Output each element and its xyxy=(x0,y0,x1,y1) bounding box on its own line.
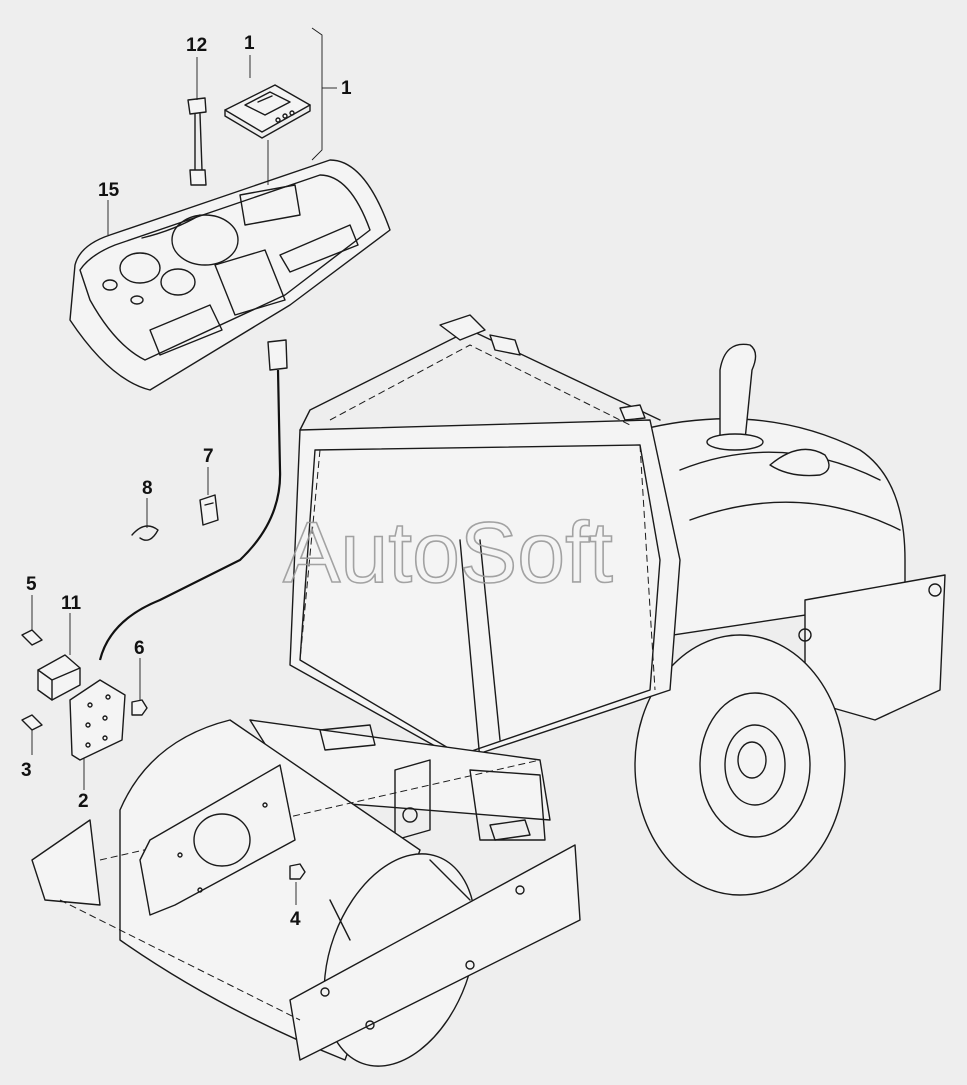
connector-harness xyxy=(98,97,288,661)
compactor-machine xyxy=(31,314,946,1067)
leader-lines xyxy=(31,27,337,905)
callout-8: 8 xyxy=(142,478,153,499)
display-module xyxy=(224,84,311,139)
callout-3: 3 xyxy=(21,760,32,781)
callout-4: 4 xyxy=(290,909,301,930)
callout-5: 5 xyxy=(26,574,37,595)
callout-1-assembly: 1 xyxy=(341,78,352,99)
callout-2: 2 xyxy=(78,791,89,812)
callout-11: 11 xyxy=(61,593,82,614)
instrument-panel xyxy=(69,159,391,391)
callout-1-display: 1 xyxy=(244,33,255,54)
callout-12: 12 xyxy=(186,35,207,56)
callout-6: 6 xyxy=(134,638,145,659)
callouts: 12 1 1 15 7 8 5 11 6 3 2 4 xyxy=(21,33,352,930)
watermark: AutoSoft xyxy=(283,505,613,601)
callout-7: 7 xyxy=(203,446,214,467)
callout-15: 15 xyxy=(98,180,120,201)
small-parts xyxy=(21,494,306,880)
